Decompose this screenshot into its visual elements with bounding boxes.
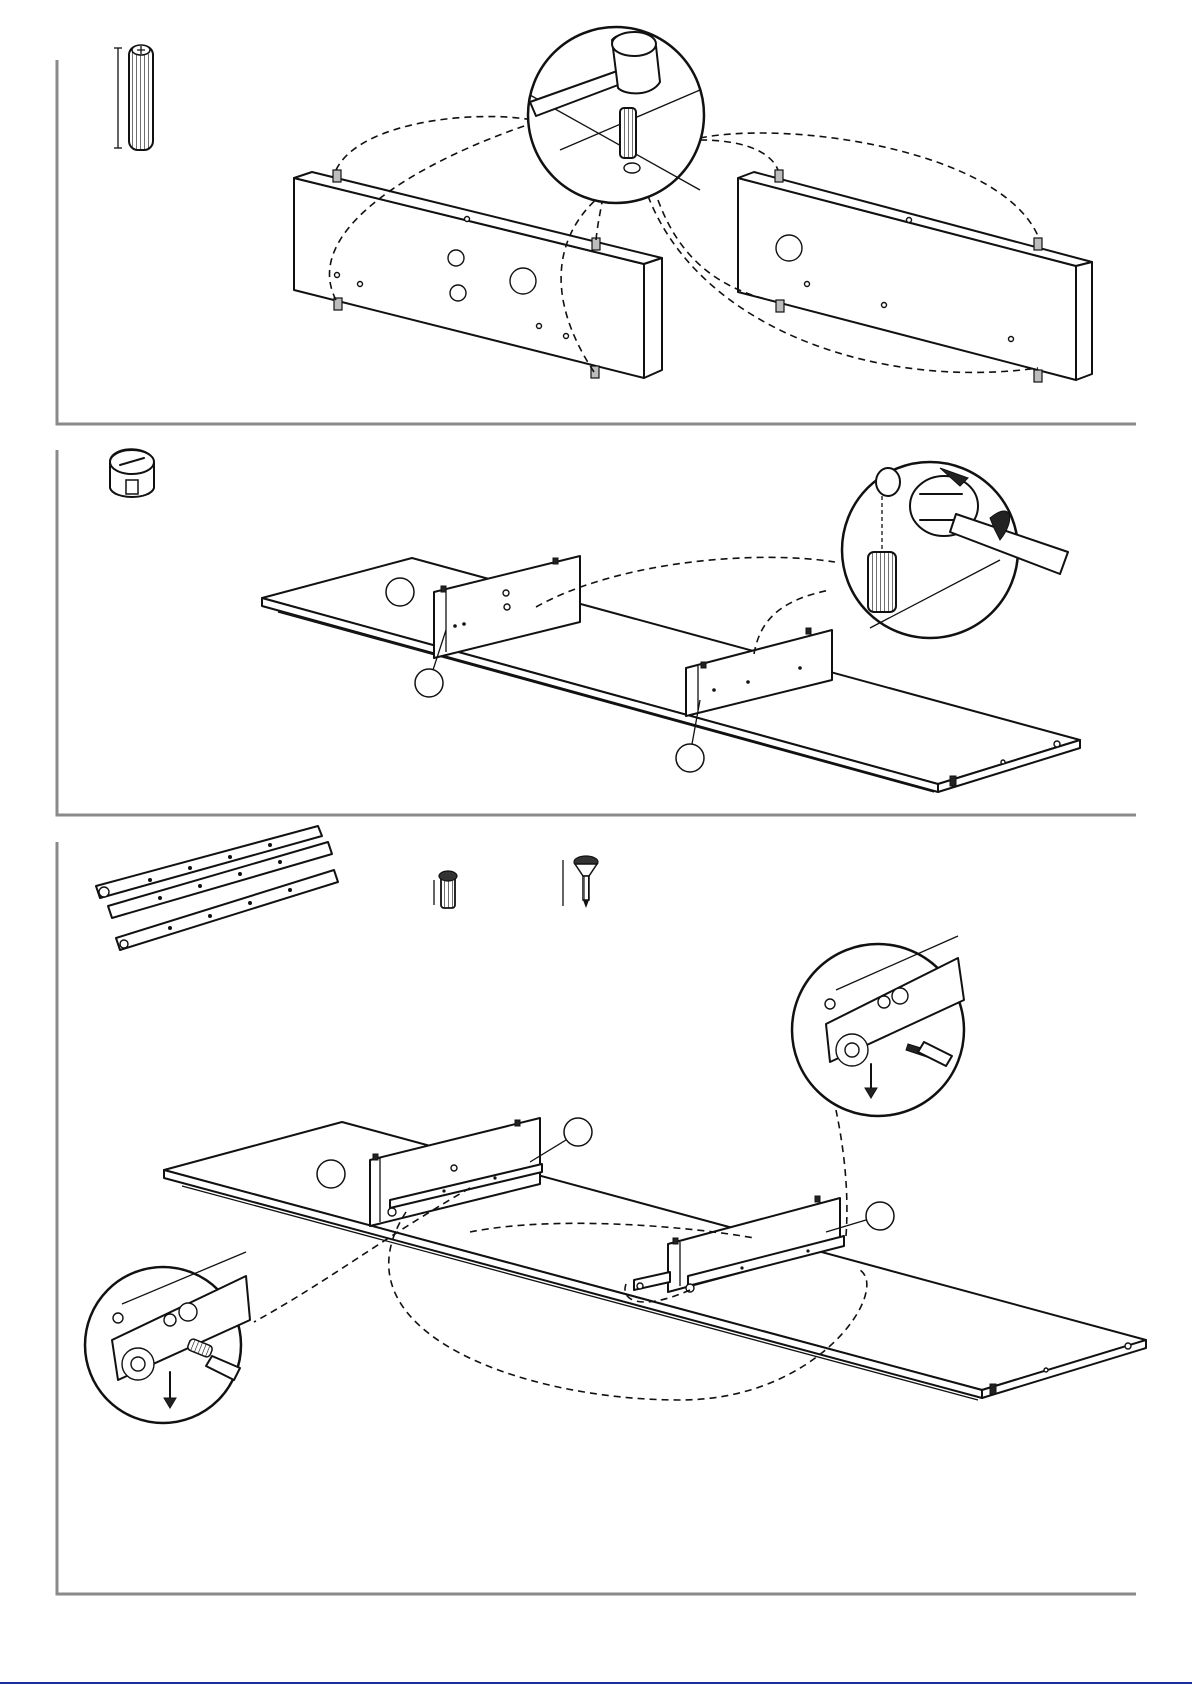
runner-detail-callout-left bbox=[85, 1252, 250, 1423]
wooden-dowel-icon bbox=[114, 45, 153, 150]
part-marker bbox=[415, 669, 443, 697]
base-board-step3 bbox=[164, 1118, 1146, 1400]
wood-screw-icon bbox=[563, 856, 598, 908]
euro-screw-icon bbox=[434, 871, 457, 908]
hammer-detail-callout bbox=[528, 27, 704, 203]
side-panel-right bbox=[738, 170, 1092, 382]
part-marker bbox=[676, 744, 704, 772]
drawer-runner-pair-icon bbox=[96, 826, 338, 950]
part-marker bbox=[564, 1118, 592, 1146]
part-marker bbox=[317, 1160, 345, 1188]
cam-lock-icon bbox=[110, 449, 154, 497]
cam-lock-detail-callout bbox=[842, 462, 1068, 638]
part-marker bbox=[386, 578, 414, 606]
part-marker bbox=[866, 1202, 894, 1230]
runner-detail-callout-right bbox=[792, 936, 964, 1116]
